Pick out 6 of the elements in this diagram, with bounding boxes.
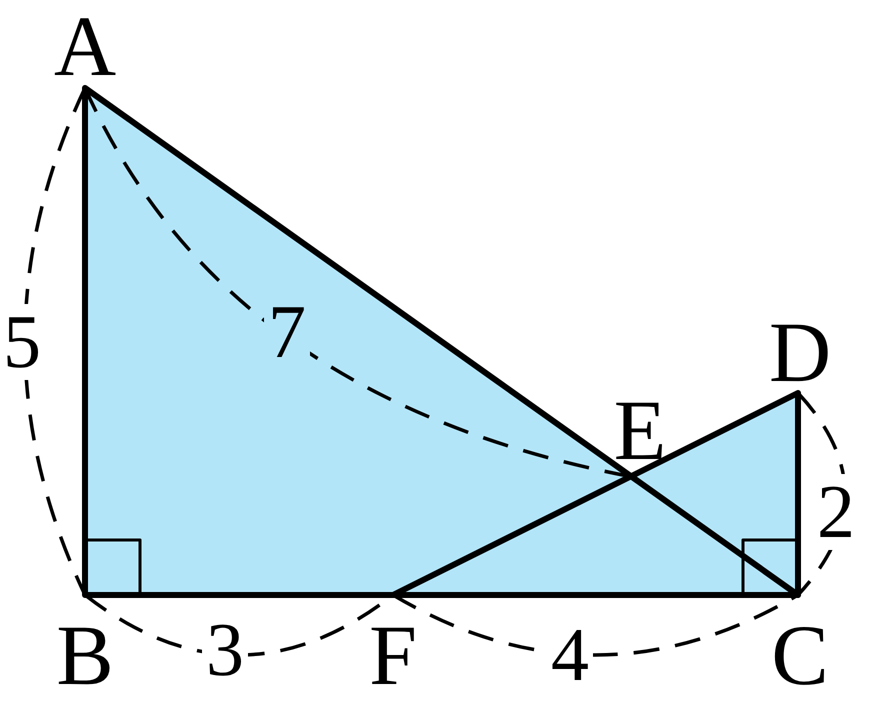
- point-label: B: [55, 612, 115, 698]
- point-label: E: [612, 387, 668, 473]
- point-label: D: [768, 309, 832, 395]
- point-label: A: [52, 3, 118, 89]
- point-label: C: [770, 612, 830, 698]
- point-label: F: [368, 612, 418, 698]
